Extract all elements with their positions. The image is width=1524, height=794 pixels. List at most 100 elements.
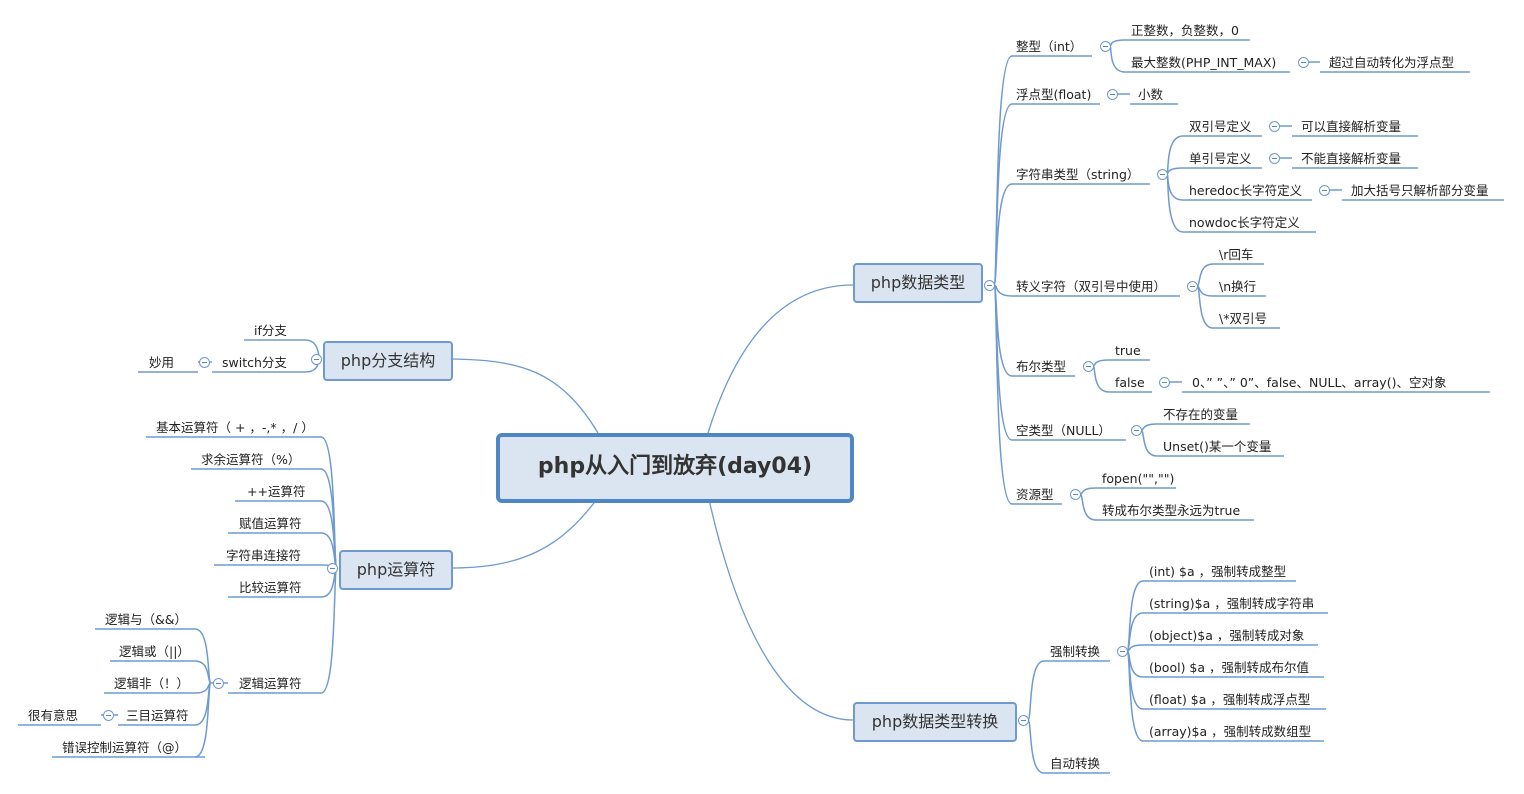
node-str-c3-c1[interactable]: 加大括号只解析部分变量 bbox=[1351, 183, 1489, 198]
connector bbox=[194, 682, 212, 758]
node-switch-c1[interactable]: 妙用 bbox=[149, 355, 175, 370]
node-str-c1-c1[interactable]: 可以直接解析变量 bbox=[1301, 119, 1402, 134]
node-forced-5[interactable]: (float) $a ，强制转成浮点型 bbox=[1149, 692, 1311, 707]
node-logic-and[interactable]: 逻辑与（&&） bbox=[105, 612, 187, 627]
node-null-c2[interactable]: Unset()某一个变量 bbox=[1163, 439, 1272, 454]
collapse-icon[interactable] bbox=[1269, 121, 1280, 132]
node-bool-c2-c1[interactable]: 0、” ”、” 0”、false、NULL、array()、空对象 bbox=[1192, 375, 1447, 390]
connector bbox=[320, 567, 338, 694]
node-res-c1[interactable]: fopen("","") bbox=[1102, 471, 1175, 486]
node-resource[interactable]: 资源型 bbox=[1016, 487, 1054, 502]
node-bool[interactable]: 布尔类型 bbox=[1016, 359, 1067, 374]
node-forced-4[interactable]: (bool) $a ，强制转成布尔值 bbox=[1149, 660, 1310, 675]
node-logic-not[interactable]: 逻辑非（！） bbox=[114, 676, 190, 691]
node-int-c2-c1[interactable]: 超过自动转化为浮点型 bbox=[1329, 55, 1455, 70]
node-int-c1[interactable]: 正整数，负整数，0 bbox=[1131, 23, 1239, 38]
node-str-c2-c1[interactable]: 不能直接解析变量 bbox=[1301, 151, 1402, 166]
node-bool-c1[interactable]: true bbox=[1115, 343, 1141, 358]
connector bbox=[450, 358, 599, 434]
collapse-icon[interactable] bbox=[1083, 361, 1094, 372]
node-str-c2[interactable]: 单引号定义 bbox=[1189, 151, 1252, 166]
node-int-c2[interactable]: 最大整数(PHP_INT_MAX) bbox=[1131, 55, 1277, 70]
collapse-icon[interactable] bbox=[1157, 169, 1168, 180]
node-op-basic[interactable]: 基本运算符（ + ，-,* ，/ ） bbox=[156, 420, 314, 435]
collapse-icon[interactable] bbox=[984, 280, 995, 291]
collapse-icon[interactable] bbox=[1131, 425, 1142, 436]
collapse-icon[interactable] bbox=[1018, 715, 1029, 726]
collapse-icon[interactable] bbox=[1187, 281, 1198, 292]
node-op-logic[interactable]: 逻辑运算符 bbox=[239, 676, 302, 691]
connector bbox=[194, 660, 212, 684]
connector bbox=[1092, 365, 1110, 393]
collapse-icon[interactable] bbox=[213, 678, 224, 689]
node-forced-6[interactable]: (array)$a ，强制转成数组型 bbox=[1149, 724, 1312, 739]
node-null-c1[interactable]: 不存在的变量 bbox=[1163, 407, 1239, 422]
topic-branch[interactable]: php分支结构 bbox=[323, 341, 453, 381]
collapse-icon[interactable] bbox=[1298, 57, 1309, 68]
collapse-icon[interactable] bbox=[1100, 41, 1111, 52]
connector bbox=[1196, 285, 1214, 329]
connector bbox=[1196, 263, 1214, 287]
node-null[interactable]: 空类型（NULL） bbox=[1016, 423, 1111, 438]
collapse-icon[interactable] bbox=[327, 563, 338, 574]
node-op-mod[interactable]: 求余运算符（%） bbox=[201, 452, 301, 467]
connector bbox=[1079, 487, 1097, 495]
connector bbox=[1126, 650, 1144, 742]
node-logic-or[interactable]: 逻辑或（||） bbox=[119, 644, 190, 659]
connector bbox=[993, 284, 1013, 297]
connector bbox=[993, 284, 1013, 505]
topic-conversion[interactable]: php数据类型转换 bbox=[853, 702, 1017, 742]
collapse-icon[interactable] bbox=[1269, 153, 1280, 164]
connector bbox=[1140, 423, 1158, 431]
node-op-concat[interactable]: 字符串连接符 bbox=[226, 548, 302, 563]
node-op-inc[interactable]: ++运算符 bbox=[247, 484, 306, 499]
collapse-icon[interactable] bbox=[1159, 377, 1170, 388]
node-forced-3[interactable]: (object)$a ，强制转成对象 bbox=[1149, 628, 1305, 643]
collapse-icon[interactable] bbox=[1117, 646, 1128, 657]
node-forced-1[interactable]: (int) $a ，强制转成整型 bbox=[1149, 564, 1287, 579]
topic-datatypes[interactable]: php数据类型 bbox=[853, 263, 983, 303]
node-str-c3[interactable]: heredoc长字符定义 bbox=[1189, 183, 1303, 198]
connector bbox=[1027, 719, 1045, 774]
connector bbox=[1109, 39, 1126, 47]
node-logic-ternary[interactable]: 三目运算符 bbox=[126, 708, 189, 723]
collapse-icon[interactable] bbox=[311, 354, 322, 365]
collapse-icon[interactable] bbox=[1319, 185, 1330, 196]
node-str-c1[interactable]: 双引号定义 bbox=[1189, 119, 1252, 134]
collapse-icon[interactable] bbox=[103, 710, 114, 721]
node-string[interactable]: 字符串类型（string） bbox=[1016, 167, 1140, 182]
node-logic-error[interactable]: 错误控制运算符（@） bbox=[62, 740, 188, 755]
collapse-icon[interactable] bbox=[1107, 89, 1118, 100]
node-float[interactable]: 浮点型(float) bbox=[1016, 87, 1092, 102]
collapse-icon[interactable] bbox=[1070, 489, 1081, 500]
node-logic-ternary-c1[interactable]: 很有意思 bbox=[28, 708, 79, 723]
connector bbox=[707, 284, 854, 434]
connector bbox=[1166, 173, 1184, 201]
node-forced[interactable]: 强制转换 bbox=[1050, 644, 1101, 659]
node-bool-c2[interactable]: false bbox=[1115, 375, 1145, 390]
node-res-c2[interactable]: 转成布尔类型永远为true bbox=[1102, 503, 1241, 518]
node-esc-c1[interactable]: \r回车 bbox=[1219, 247, 1254, 262]
connector bbox=[1140, 429, 1158, 457]
node-str-c4[interactable]: nowdoc长字符定义 bbox=[1189, 215, 1300, 230]
node-forced-2[interactable]: (string)$a ，强制转成字符串 bbox=[1149, 596, 1315, 611]
node-float-c1[interactable]: 小数 bbox=[1138, 87, 1164, 102]
connector bbox=[1079, 493, 1097, 521]
node-esc-c3[interactable]: \*双引号 bbox=[1219, 311, 1267, 326]
node-op-compare[interactable]: 比较运算符 bbox=[239, 580, 302, 595]
node-auto[interactable]: 自动转换 bbox=[1050, 756, 1101, 771]
central-topic[interactable]: php从入门到放弃(day04) bbox=[496, 433, 854, 503]
node-esc-c2[interactable]: \n换行 bbox=[1219, 279, 1257, 294]
node-op-assign[interactable]: 赋值运算符 bbox=[239, 516, 302, 531]
node-if[interactable]: if分支 bbox=[254, 323, 287, 338]
connector bbox=[1092, 359, 1110, 367]
collapse-icon[interactable] bbox=[199, 357, 210, 368]
node-int[interactable]: 整型（int） bbox=[1016, 39, 1083, 54]
topic-operators[interactable]: php运算符 bbox=[339, 550, 453, 590]
connector bbox=[1109, 45, 1126, 73]
node-escape[interactable]: 转义字符（双引号中使用） bbox=[1016, 279, 1167, 294]
node-switch[interactable]: switch分支 bbox=[222, 355, 287, 370]
connector bbox=[1027, 660, 1045, 721]
connector bbox=[1166, 173, 1184, 233]
connector bbox=[448, 494, 601, 569]
